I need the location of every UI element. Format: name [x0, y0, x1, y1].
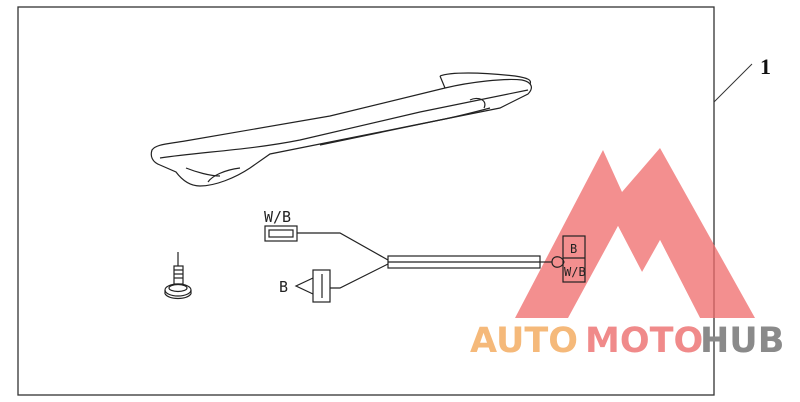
watermark-word-hub: HUB — [700, 321, 784, 361]
connector-label-bottom: B — [279, 278, 288, 296]
plug-label-bottom: W/B — [564, 265, 586, 279]
watermark-text: AUTO MOTO HUB — [470, 321, 784, 361]
plug-label-top: B — [570, 242, 577, 256]
watermark-logo — [515, 148, 755, 318]
wiring-harness — [264, 225, 586, 303]
connector-label-top: W/B — [264, 208, 291, 226]
callout-leader-line — [713, 63, 753, 103]
watermark-word-auto: AUTO — [470, 321, 578, 361]
diagram-frame — [17, 6, 715, 396]
rear-spoiler — [150, 72, 532, 187]
callout-number: 1 — [760, 54, 771, 79]
mounting-bolt — [164, 252, 192, 300]
watermark-word-moto: MOTO — [585, 321, 703, 361]
